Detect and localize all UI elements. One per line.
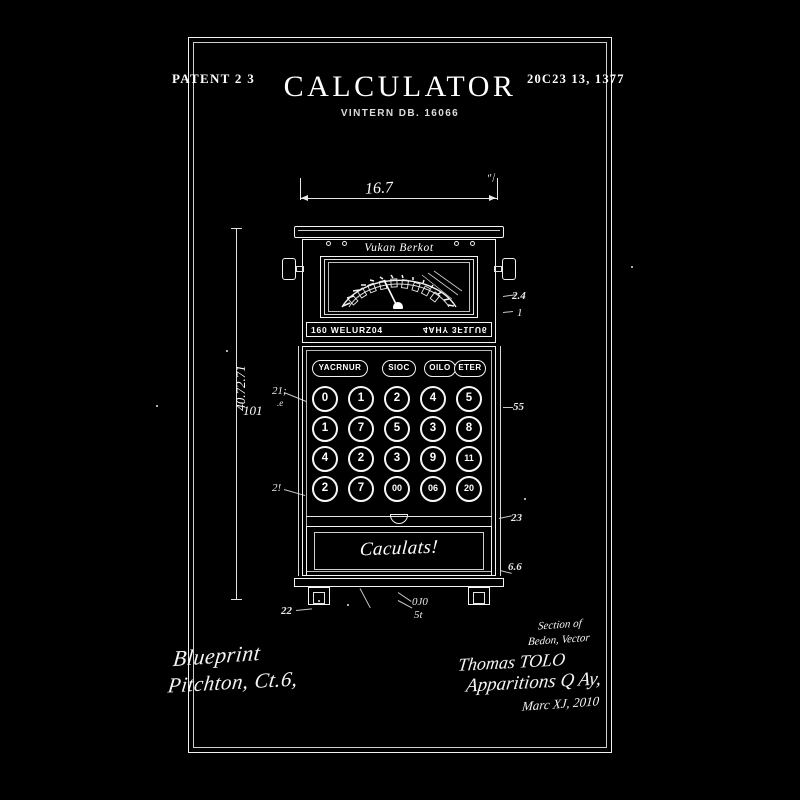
- meter-strip-text-right: 4AHY 3F1LU6: [423, 325, 488, 335]
- device-foot-right-inner: [473, 592, 485, 604]
- keypad-key[interactable]: 5: [384, 416, 410, 442]
- dimension-arrow-right: [489, 195, 496, 201]
- keypad-row: 0 1 2 4 5: [312, 386, 488, 416]
- device-keypad-housing-inner: [306, 350, 492, 572]
- nameplate-inner: [314, 532, 484, 570]
- device-foot-left: [308, 587, 330, 605]
- screw-icon: [342, 241, 347, 246]
- keypad-row: 4 2 3 9 11: [312, 446, 488, 476]
- callout-right-2: 1: [517, 307, 523, 319]
- leader-line-5: [503, 407, 513, 408]
- keypad-key[interactable]: 0: [312, 386, 338, 412]
- border-frame-inner: [193, 42, 607, 748]
- device-side-knob-right: [502, 258, 516, 280]
- callout-left-1: 21;: [272, 385, 287, 397]
- keypad-key[interactable]: 1: [312, 416, 338, 442]
- dimension-line-left: [236, 228, 237, 600]
- numeric-keypad: 0 1 2 4 5 1 7 5 3 8 4 2 3 9 11 2: [312, 386, 488, 506]
- dimension-tick-left: [300, 178, 301, 200]
- noise-speck: [226, 350, 228, 352]
- keypad-key[interactable]: 8: [456, 416, 482, 442]
- keypad-row: 2 7 00 06 20: [312, 476, 488, 506]
- dimension-tick-right: [497, 178, 498, 200]
- dimension-cap-bottom: [231, 599, 242, 600]
- border-frame-outer: [188, 37, 612, 753]
- dimension-height-label: 40.72.71: [233, 365, 248, 411]
- callout-left-2: .e: [277, 398, 284, 408]
- function-button-sioc[interactable]: SIOC: [382, 360, 416, 377]
- keypad-key[interactable]: 7: [348, 476, 374, 502]
- meter-gauge-face: [332, 265, 466, 309]
- housing-rail-right: [500, 346, 501, 576]
- noise-speck: [631, 266, 633, 268]
- function-button-yacrnur[interactable]: YACRNUR: [312, 360, 368, 377]
- function-button-eter[interactable]: ETER: [454, 360, 486, 377]
- dimension-cap-top: [231, 228, 242, 229]
- meter-label-strip: [306, 322, 492, 337]
- keypad-key[interactable]: 2: [348, 446, 374, 472]
- keypad-key[interactable]: 9: [420, 446, 446, 472]
- keypad-key[interactable]: 20: [456, 476, 482, 502]
- keypad-key[interactable]: 4: [312, 446, 338, 472]
- keypad-key[interactable]: 2: [384, 386, 410, 412]
- dimension-height-sublabel: 101: [243, 403, 263, 418]
- keypad-key[interactable]: 1: [348, 386, 374, 412]
- keypad-key[interactable]: 00: [384, 476, 410, 502]
- device-foot-left-inner: [313, 592, 325, 604]
- callout-right-5: 6.6: [508, 561, 522, 573]
- noise-speck: [156, 405, 158, 407]
- keypad-key[interactable]: 11: [456, 446, 482, 472]
- noise-speck: [318, 600, 320, 602]
- dimension-line-top: [300, 198, 498, 199]
- screw-icon: [454, 241, 459, 246]
- callout-bottom-1: 22: [281, 605, 292, 617]
- keypad-row: 1 7 5 3 8: [312, 416, 488, 446]
- patent-number-label: PATENT 2 3: [172, 71, 256, 86]
- keypad-key[interactable]: 5: [456, 386, 482, 412]
- device-foot-right: [468, 587, 490, 605]
- nameplate-outer: [306, 526, 492, 576]
- device-knob-stem-left: [296, 266, 304, 272]
- dimension-width-label: 16.7: [364, 179, 394, 198]
- noise-speck: [347, 604, 349, 606]
- housing-rail-left: [298, 346, 299, 576]
- screw-icon: [470, 241, 475, 246]
- keypad-key[interactable]: 3: [384, 446, 410, 472]
- keypad-key[interactable]: 2: [312, 476, 338, 502]
- device-base-rail: [294, 578, 504, 587]
- calculator-drawing: Vukan Berkot: [282, 226, 516, 606]
- device-upper-housing: [302, 239, 496, 343]
- device-top-cap: [294, 226, 504, 238]
- gauge-svg: [341, 270, 463, 309]
- callout-left-3: 2!: [272, 482, 282, 494]
- dimension-arrow-left: [301, 195, 308, 201]
- patent-date-label: 20C23 13, 1377: [527, 72, 625, 86]
- callout-right-4: 23: [511, 512, 522, 524]
- meter-bezel-mid: [324, 259, 474, 315]
- meter-strip-text-left: 160 WELURZ04: [311, 325, 383, 335]
- device-brand-label: Vukan Berkot: [364, 242, 434, 254]
- function-button-row: YACRNUR SIOC OILO ETER: [312, 360, 486, 378]
- page-title: CALCULATOR: [283, 70, 517, 103]
- device-side-knob-left: [282, 258, 296, 280]
- meter-bezel-inner: [328, 262, 470, 312]
- callout-bottom-3: 5t: [414, 609, 423, 621]
- patent-subtitle: VINTERN DB. 16066: [340, 108, 460, 119]
- meter-bezel-outer: [320, 256, 478, 318]
- callout-bottom-2: 0J0: [412, 596, 428, 608]
- screw-icon: [326, 241, 331, 246]
- noise-speck: [524, 498, 526, 500]
- callout-right-3: 55: [513, 401, 524, 413]
- keypad-key[interactable]: 3: [420, 416, 446, 442]
- function-button-oilo[interactable]: OILO: [424, 360, 456, 377]
- callout-right-1: 2.4: [512, 290, 526, 302]
- device-knob-stem-right: [494, 266, 502, 272]
- keypad-key[interactable]: 4: [420, 386, 446, 412]
- keypad-key[interactable]: 06: [420, 476, 446, 502]
- keypad-key[interactable]: 7: [348, 416, 374, 442]
- device-top-cap-line: [298, 230, 500, 234]
